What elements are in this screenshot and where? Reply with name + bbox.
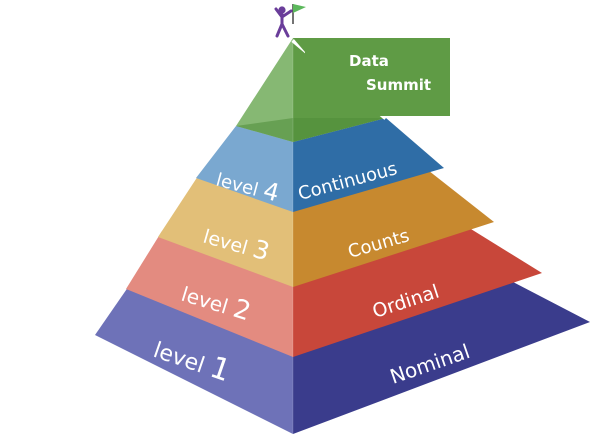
level-3-left-face xyxy=(158,176,293,287)
person-with-flag-icon xyxy=(274,4,306,38)
data-summit-line1: Data xyxy=(349,52,389,70)
level-4-left-face xyxy=(196,126,293,212)
data-summit-callout: Data Summit xyxy=(293,38,450,116)
level-4-right-face xyxy=(293,118,444,212)
data-summit-line2: Summit xyxy=(366,76,431,94)
flag-icon xyxy=(293,4,306,13)
summit-band xyxy=(236,118,386,142)
data-summit-box xyxy=(305,38,450,116)
summit-left-face xyxy=(236,38,293,142)
